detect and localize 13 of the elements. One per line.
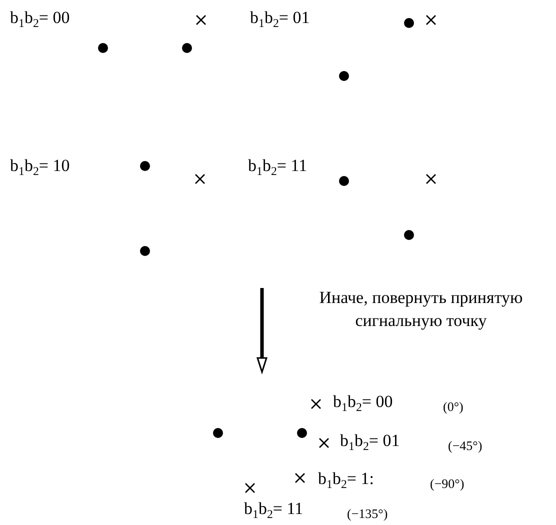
phase-angle-label: (0°) — [443, 398, 464, 416]
phase-angle-label: (−135°) — [347, 505, 388, 523]
bit-pair-label: b$_{1}$b$_{2}$= 10 — [10, 156, 70, 176]
bit-pair-label: b$_{1}$b$_{2}$= 1: — [318, 469, 374, 489]
bit-pair-label: b$_{1}$b$_{2}$= 00 — [333, 392, 393, 412]
bit-pair-label: b$_{1}$b$_{2}$= 00 — [10, 8, 70, 28]
phase-angle-label: (−90°) — [430, 475, 464, 493]
annotation-text: Иначе, повернуть принятую сигнальную точку — [318, 287, 524, 332]
bit-pair-label: b$_{1}$b$_{2}$= 01 — [250, 8, 310, 28]
bit-pair-label: b$_{1}$b$_{2}$= 11 — [248, 156, 308, 176]
phase-angle-label: (−45°) — [448, 437, 482, 455]
bit-pair-label: b$_{1}$b$_{2}$= 11 — [244, 499, 304, 519]
bit-pair-label: b$_{1}$b$_{2}$= 01 — [340, 431, 400, 451]
